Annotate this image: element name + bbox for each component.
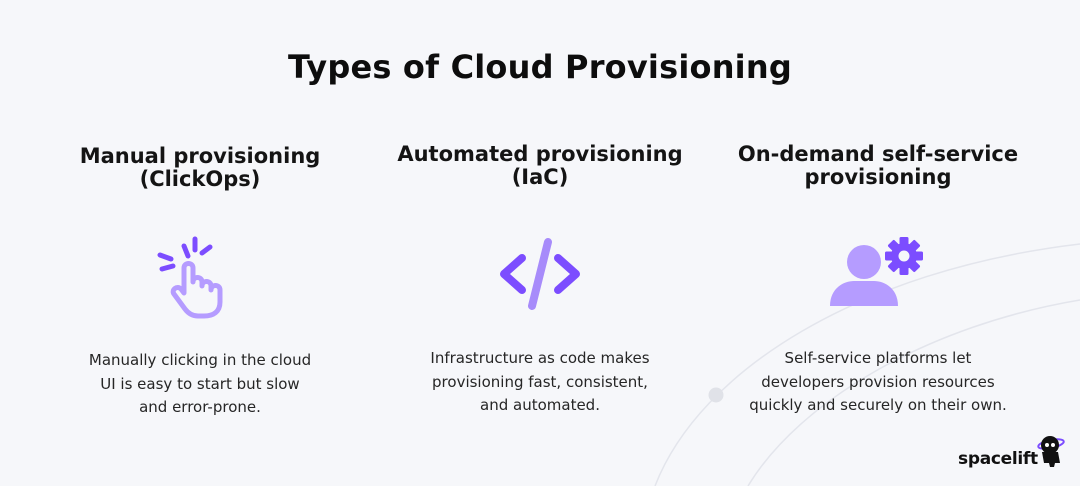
description-line: Infrastructure as code makes bbox=[430, 349, 650, 367]
brand-logo: spacelift bbox=[958, 433, 1070, 473]
description-line: UI is easy to start but slow bbox=[100, 374, 300, 393]
astronaut-mascot-icon bbox=[1037, 436, 1065, 467]
description-line: provisioning fast, consistent, bbox=[432, 372, 648, 391]
code-brackets-icon bbox=[490, 226, 590, 326]
column-description: Infrastructure as code makes provisionin… bbox=[390, 347, 690, 418]
description-line: and automated. bbox=[480, 396, 600, 414]
description-line: quickly and securely on their own. bbox=[749, 396, 1007, 414]
description-line: Manually clicking in the cloud bbox=[88, 351, 312, 369]
description-line: Self-service platforms let bbox=[784, 349, 972, 367]
column-heading: On-demand self-service provisioning bbox=[708, 143, 1048, 189]
heading-line: Automated provisioning bbox=[397, 142, 683, 166]
heading-line: (IaC) bbox=[511, 165, 569, 189]
description-line: developers provision resources bbox=[761, 372, 995, 391]
page-title: Types of Cloud Provisioning bbox=[288, 48, 792, 86]
brand-name: spacelift bbox=[958, 449, 1038, 469]
heading-line: On-demand self-service bbox=[737, 142, 1019, 166]
pointer-click-icon bbox=[150, 226, 250, 326]
heading-line: provisioning bbox=[804, 165, 952, 189]
column-description: Manually clicking in the cloud UI is eas… bbox=[50, 349, 350, 420]
heading-line: Manual provisioning bbox=[79, 144, 321, 168]
column-self-service-provisioning: On-demand self-service provisioning bbox=[708, 0, 1048, 486]
description-line: and error-prone. bbox=[139, 398, 261, 416]
column-heading: Automated provisioning (IaC) bbox=[370, 143, 710, 189]
column-heading: Manual provisioning (ClickOps) bbox=[30, 145, 370, 191]
user-gear-icon bbox=[828, 226, 928, 326]
column-description: Self-service platforms let developers pr… bbox=[728, 347, 1028, 418]
heading-line: (ClickOps) bbox=[139, 167, 261, 191]
column-manual-provisioning: Manual provisioning (ClickOps) Manually … bbox=[30, 0, 370, 486]
column-automated-provisioning: Automated provisioning (IaC) Infrastruct… bbox=[370, 0, 710, 486]
